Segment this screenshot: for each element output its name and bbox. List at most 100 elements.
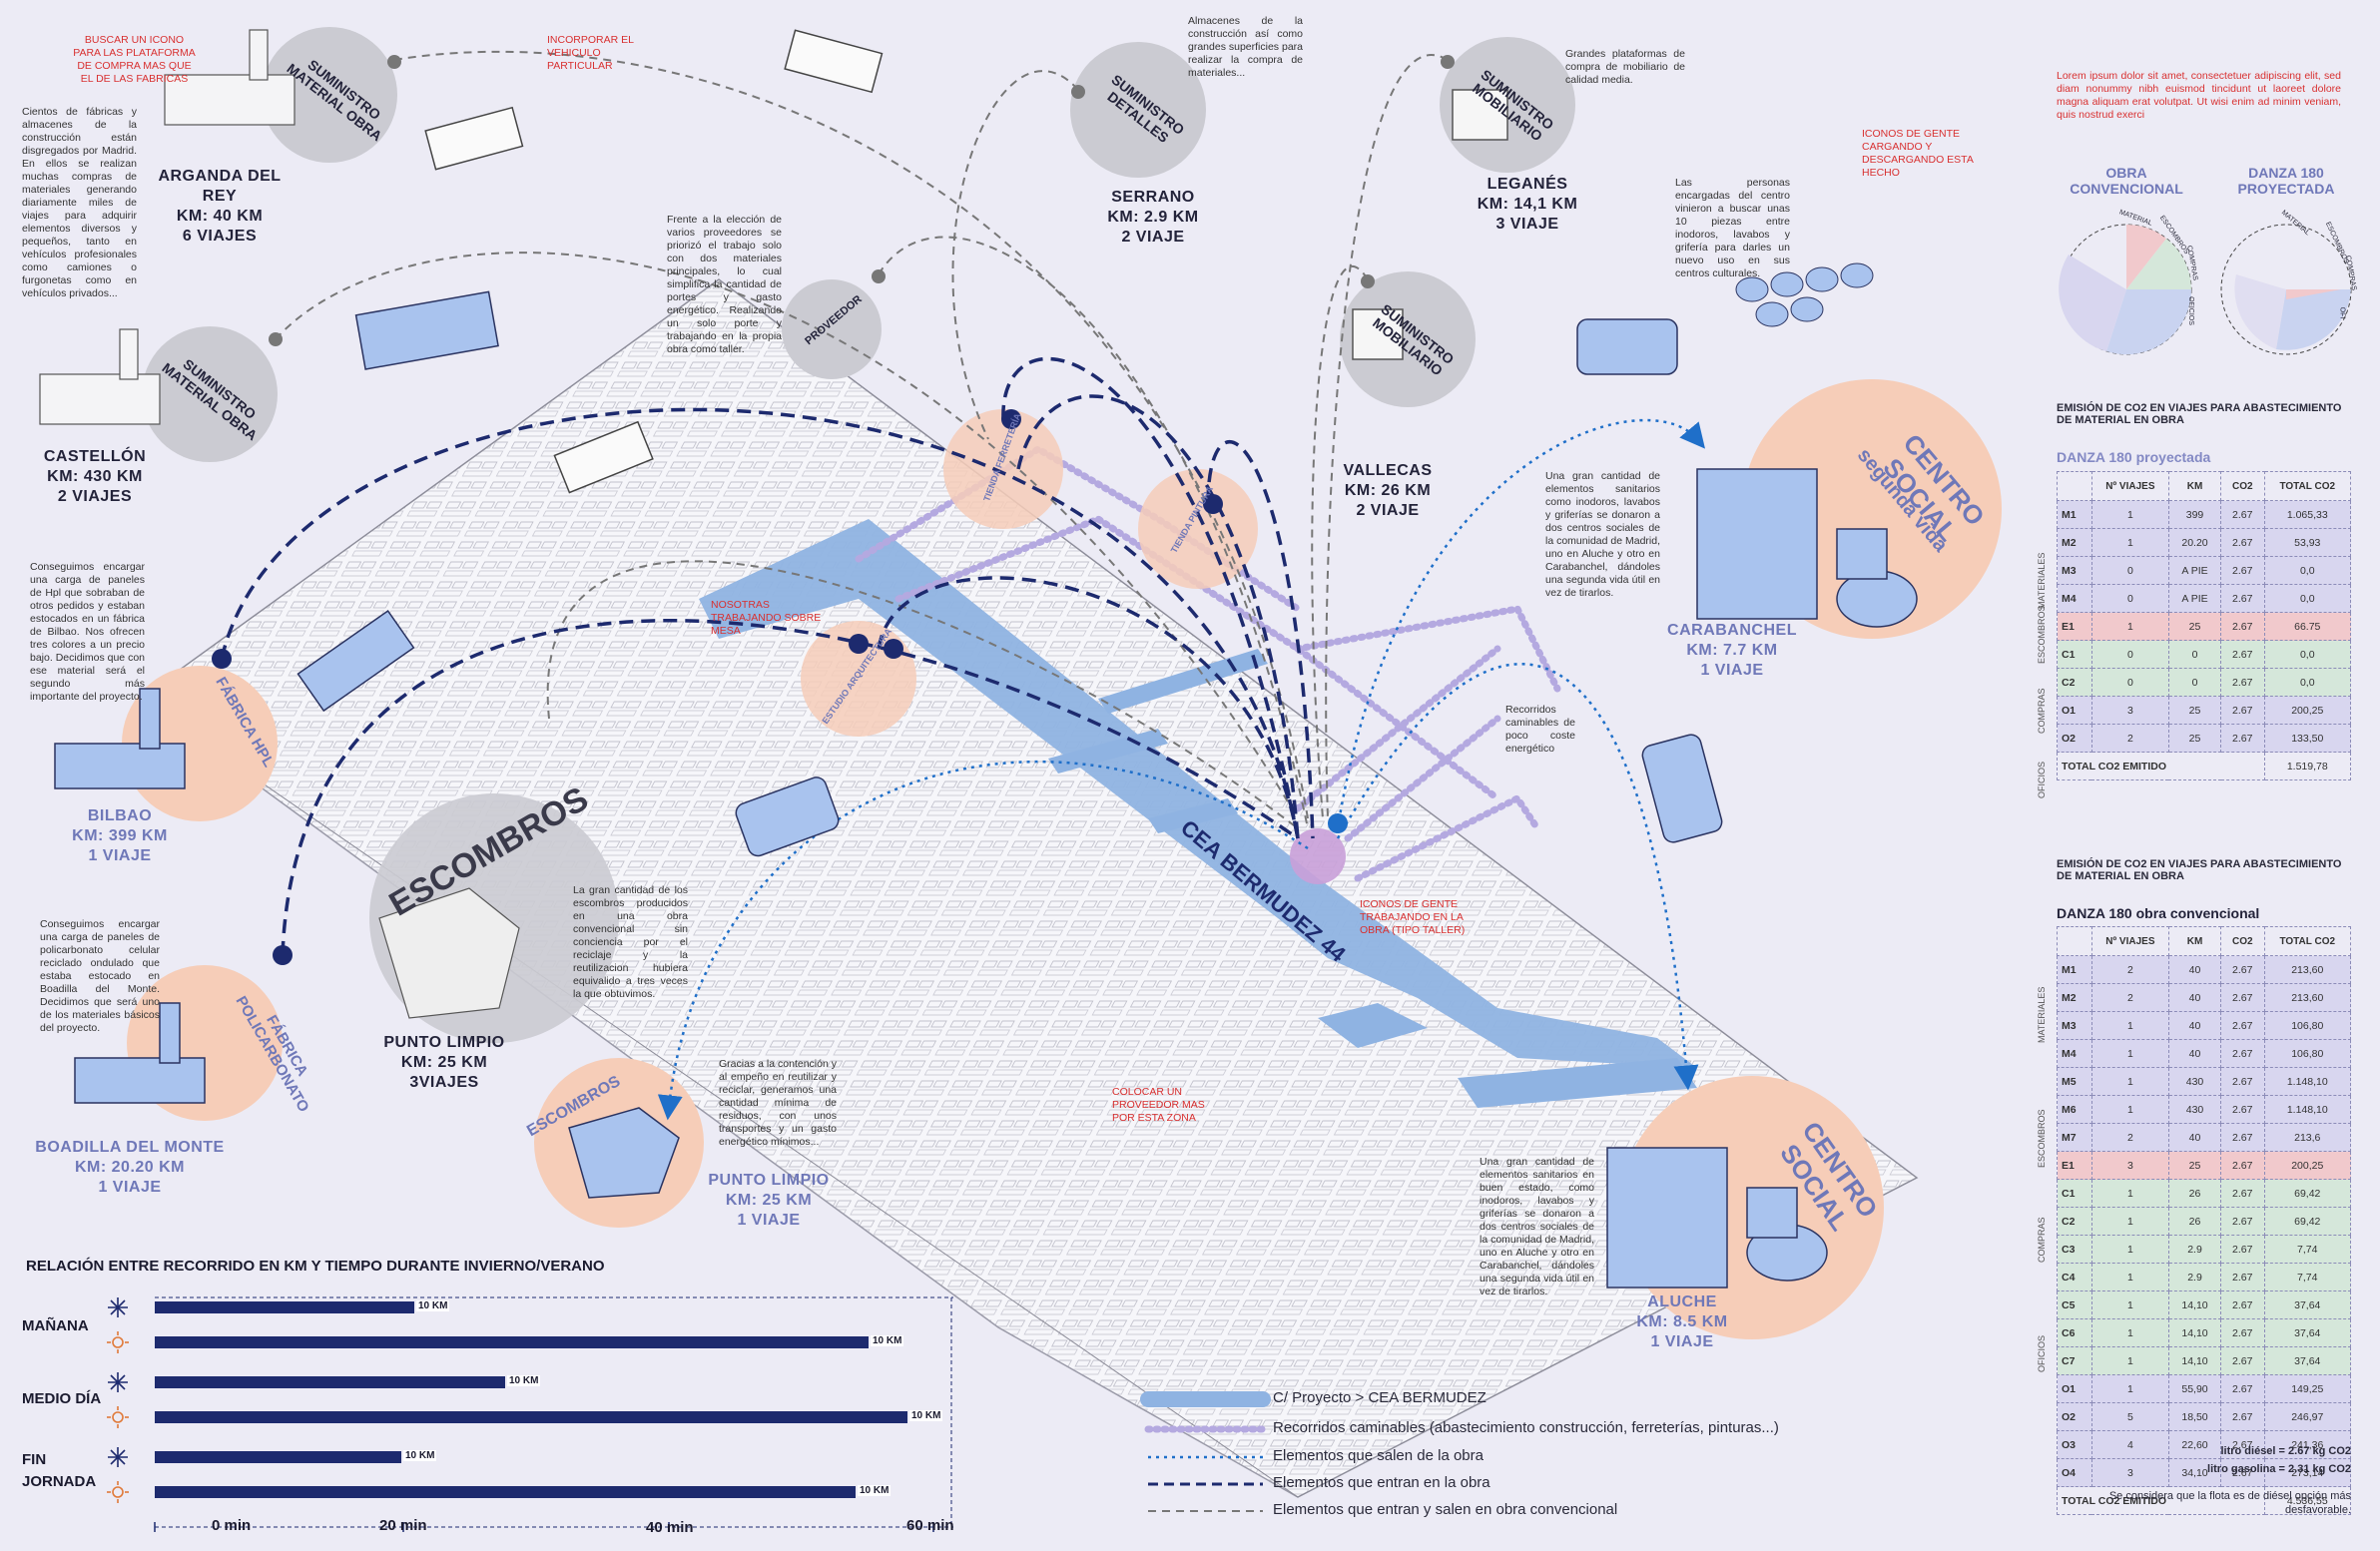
table1-row-key: C1 [2057, 640, 2092, 669]
table2-cell: 2.67 [2220, 1402, 2265, 1431]
table1-cell: 1 [2090, 612, 2169, 641]
t1-group-materiales: MATERIALES [2037, 552, 2047, 609]
route-endpoints [212, 409, 1223, 965]
table2-cell: 1 [2090, 1235, 2169, 1264]
table2-cell: 2.67 [2220, 1067, 2265, 1096]
table2-foot3: Se considera que la flota es de diésel o… [2108, 1490, 2351, 1516]
table2-foot2: litro gasolina = 2.31 kg CO2 [2207, 1463, 2351, 1475]
table2-col-1: Nº VIAJES [2090, 926, 2169, 956]
table2-cell: 37,64 [2263, 1291, 2351, 1319]
table2-foot1: litro diésel = 2.67 kg CO2 [2220, 1445, 2351, 1457]
table1-cell: 66.75 [2263, 612, 2351, 641]
table1-sub: DANZA 180 proyectada [2057, 449, 2211, 465]
table1-col-1: Nº VIAJES [2090, 471, 2169, 501]
season-icons [108, 1297, 128, 1467]
table2-cell: 2 [2090, 983, 2169, 1012]
table1-cell: 0,0 [2263, 640, 2351, 669]
t1-group-compras: COMPRAS [2037, 688, 2047, 734]
table2-cell: 2.67 [2220, 1039, 2265, 1068]
table1-cell: 20.20 [2167, 528, 2222, 557]
table1-cell: 2.67 [2220, 528, 2265, 557]
incoming-routes [220, 356, 1315, 956]
table1-cell: 2.67 [2220, 696, 2265, 725]
table2-cell: 149,25 [2263, 1374, 2351, 1403]
table2-row-key: O4 [2057, 1458, 2092, 1487]
table2-cell: 1 [2090, 1067, 2169, 1096]
table1-row-key: O1 [2057, 696, 2092, 725]
blue-factory-icon [54, 688, 206, 1104]
table1-cell: 2.67 [2220, 584, 2265, 613]
table2-col-3: CO2 [2220, 926, 2265, 956]
table1-cell: 1 [2090, 500, 2169, 529]
table1-cell: 0,0 [2263, 584, 2351, 613]
table2-cell: 2.67 [2220, 1179, 2265, 1208]
table2-cell: 2.67 [2220, 1207, 2265, 1236]
table1-cell: 25 [2167, 696, 2222, 725]
sum-detalles-circle [1070, 42, 1206, 178]
table1-cell: 0 [2167, 668, 2222, 697]
table1-cell: 1.065,33 [2263, 500, 2351, 529]
note-escombros: La gran cantidad de los escombros produc… [573, 884, 688, 1000]
time-chart-frame [155, 1296, 953, 1528]
table2-cell: 1.148,10 [2263, 1067, 2351, 1096]
table2-cell: 40 [2167, 983, 2222, 1012]
table2-cell: 40 [2167, 1011, 2222, 1040]
t2-group-materiales: MATERIALES [2037, 986, 2047, 1043]
xtick-3: 60 min [906, 1517, 954, 1534]
table2-cell: 1.148,10 [2263, 1095, 2351, 1124]
table2-cell: 200,25 [2263, 1151, 2351, 1180]
note-gracias: Gracias a la contención y al empeño en r… [719, 1058, 837, 1148]
table2-cell: 1 [2090, 1011, 2169, 1040]
table1-row-key: M3 [2057, 556, 2092, 585]
note-colocar-red: COLOCAR UN PROVEEDOR MAS POR ESTA ZONA [1112, 1086, 1205, 1124]
table1-cell: 0,0 [2263, 668, 2351, 697]
note-nosotras-red: NOSOTRAS TRABAJANDO SOBRE MESA [711, 599, 822, 637]
note-proveedor: Frente a la elección de varios proveedor… [667, 214, 782, 355]
pie-left-title: OBRA CONVENCIONAL [2070, 165, 2183, 197]
note-hpl: Conseguimos encargar una carga de panele… [30, 561, 145, 703]
table2-cell: 14,10 [2167, 1346, 2222, 1375]
table1-cell: 25 [2167, 724, 2222, 753]
table1-row-key: C2 [2057, 668, 2092, 697]
table1-cell: 0 [2090, 584, 2169, 613]
table2-cell: 18,50 [2167, 1402, 2222, 1431]
table1-row-key: M4 [2057, 584, 2092, 613]
table2-row-key: M4 [2057, 1039, 2092, 1068]
t2-group-oficios: OFICIOS [2037, 1334, 2047, 1372]
factory-icon [39, 29, 296, 425]
bar-tag: 10 KM [403, 1450, 437, 1461]
table1-cell: 1 [2090, 528, 2169, 557]
pie-danza-proyectada [2220, 224, 2352, 355]
table1-cell: 3 [2090, 696, 2169, 725]
category-label-1: MEDIO DÍA [22, 1390, 102, 1407]
table2-row-key: C7 [2057, 1346, 2092, 1375]
table2-cell: 2 [2090, 1123, 2169, 1152]
legend-main-street: C/ Proyecto > CEA BERMUDEZ [1273, 1389, 1487, 1406]
small-rubble-icon [568, 1107, 680, 1199]
table2-cell: 26 [2167, 1207, 2222, 1236]
table2-cell: 7,74 [2263, 1263, 2351, 1292]
table2-cell: 1 [2090, 1179, 2169, 1208]
building-icon [1606, 468, 1818, 1289]
table2-cell: 213,6 [2263, 1123, 2351, 1152]
table1-row-key: O2 [2057, 724, 2092, 753]
table2-cell: 430 [2167, 1095, 2222, 1124]
